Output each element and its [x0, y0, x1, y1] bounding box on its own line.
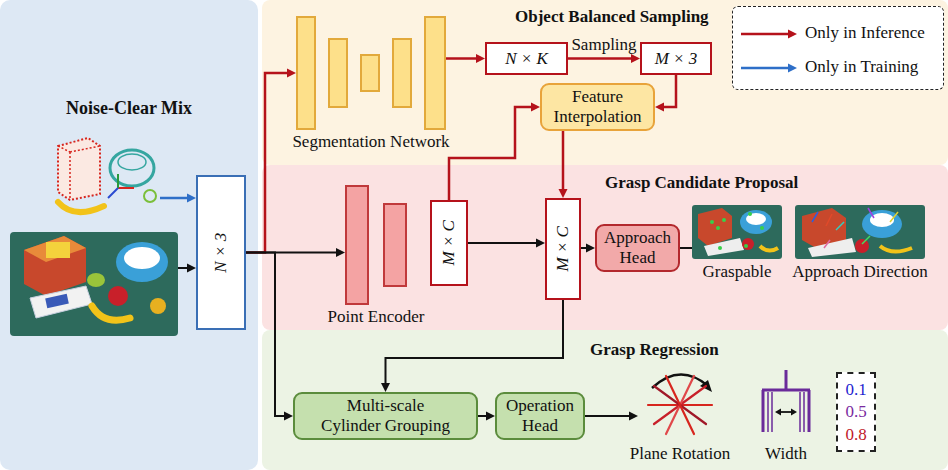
- tensor-label: M × C: [553, 226, 573, 271]
- network-block: Segmentation Network: [296, 16, 446, 130]
- legend-text: Only in Training: [805, 57, 918, 76]
- connector-line: [446, 57, 477, 60]
- icon-caption: Width: [765, 444, 807, 464]
- layer-bar: [329, 39, 347, 107]
- process-box: Approach Head: [595, 224, 680, 272]
- score-value: 0.1: [845, 380, 866, 400]
- tensor-box: N × K: [485, 42, 568, 75]
- icon-caption: Plane Rotation: [630, 444, 731, 464]
- legend-box: Only in InferenceOnly in Training: [732, 6, 944, 90]
- image-caption: Graspable: [703, 262, 772, 282]
- tensor-box: M × 3: [640, 42, 712, 75]
- process-box: Multi-scale Cylinder Grouping: [293, 392, 478, 440]
- layer-bar: [361, 55, 379, 91]
- tensor-label: M × 3: [655, 49, 698, 69]
- box-label: Approach Head: [603, 228, 672, 267]
- caption-text: Width: [765, 444, 807, 463]
- box-label: Multi-scale Cylinder Grouping: [319, 396, 452, 435]
- noisy-scene: [10, 232, 178, 336]
- tensor-label: N × 3: [211, 233, 231, 273]
- band-title: Grasp Candidate Proposal: [605, 173, 798, 193]
- tensor-box: N × 3: [196, 175, 246, 330]
- tensor-label: M × C: [439, 220, 459, 265]
- block-label: Segmentation Network: [292, 132, 449, 152]
- block-label: Point Encoder: [328, 307, 425, 327]
- tensor-box: M × C: [430, 200, 468, 286]
- score-box: 0.10.5 0.8: [836, 372, 876, 452]
- legend-arrows: [733, 7, 803, 91]
- connector-line: [478, 415, 487, 417]
- stage-band: Grasp RegressionMulti-scale Cylinder Gro…: [262, 330, 948, 470]
- layer-bar: [393, 39, 411, 107]
- approach-direction-image: [795, 205, 925, 259]
- layer-bar: [384, 204, 406, 286]
- tensor-box: M × C: [545, 198, 581, 300]
- caption-text: Approach Direction: [792, 262, 927, 281]
- box-label: Operation Head: [503, 396, 577, 435]
- image-caption: Approach Direction: [792, 262, 927, 282]
- band-title: Noise-Clear Mix: [0, 98, 258, 119]
- band-title: Object Balanced Sampling: [515, 7, 709, 27]
- connector-line: [568, 57, 632, 60]
- layer-bars: [296, 16, 446, 130]
- layer-bar: [346, 186, 368, 304]
- legend-entry: Only in Inference: [805, 23, 925, 43]
- connector-line: [468, 242, 537, 244]
- caption-text: Plane Rotation: [630, 444, 731, 463]
- connector-line: [562, 131, 565, 190]
- edge-label: Sampling: [569, 35, 638, 55]
- edge-label-text: Sampling: [569, 35, 638, 54]
- box-label: Feature Interpolation: [548, 87, 647, 126]
- caption-text: Graspable: [703, 262, 772, 281]
- score-value: 0.8: [845, 425, 866, 445]
- tensor-label: N × K: [505, 49, 548, 69]
- layer-bar: [425, 17, 445, 129]
- process-box: Feature Interpolation: [540, 83, 655, 131]
- band-title: Grasp Regression: [590, 340, 719, 360]
- layer-bar: [297, 17, 315, 129]
- layer-bars: [345, 185, 407, 305]
- score-value: 0.5: [845, 402, 866, 422]
- process-box: Operation Head: [495, 392, 585, 440]
- legend-entry: Only in Training: [805, 57, 918, 77]
- legend-text: Only in Inference: [805, 23, 925, 42]
- graspable-image: [680, 205, 782, 259]
- network-block: Point Encoder: [345, 185, 407, 305]
